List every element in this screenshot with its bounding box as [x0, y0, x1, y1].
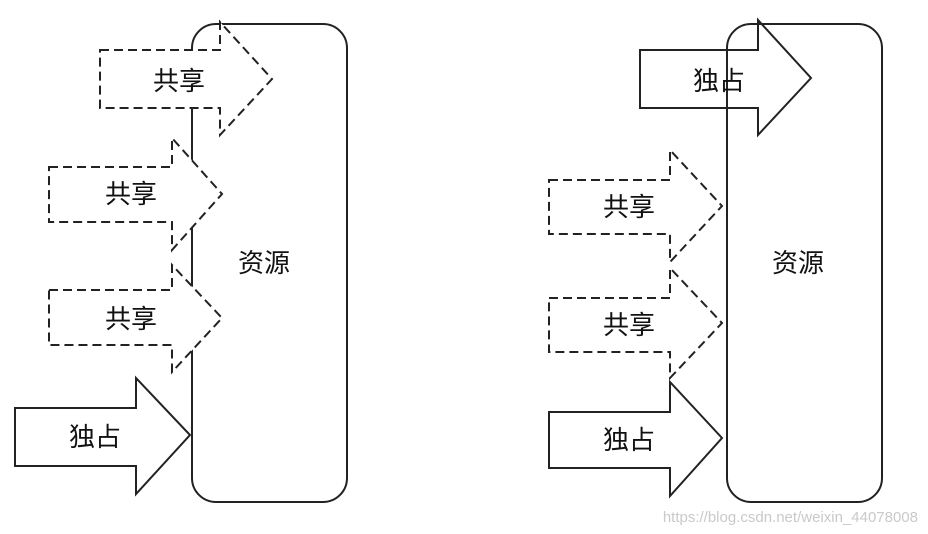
watermark-text: https://blog.csdn.net/weixin_44078008: [663, 509, 918, 526]
left-resource-block: [191, 23, 348, 503]
left-shared-arrow-1: 共享: [99, 19, 274, 138]
left-shared-arrow-3: 共享: [48, 262, 224, 375]
right-diagram: 独占 共享 共享 独占 资源: [548, 17, 883, 503]
right-shared-label-1: 共享: [603, 193, 655, 223]
left-resource-label: 资源: [238, 249, 290, 279]
left-exclusive-arrow: 独占: [14, 375, 192, 497]
right-exclusive-arrow-bottom: 独占: [548, 379, 724, 499]
left-shared-label-3: 共享: [105, 305, 157, 335]
left-shared-label-1: 共享: [153, 67, 205, 97]
right-resource-block: [726, 23, 883, 503]
right-shared-arrow-2: 共享: [548, 265, 724, 381]
right-shared-arrow-1: 共享: [548, 147, 724, 265]
left-shared-arrow-2: 共享: [48, 135, 224, 253]
right-resource-label: 资源: [772, 249, 824, 279]
right-exclusive-label-bottom: 独占: [603, 426, 655, 456]
right-shared-label-2: 共享: [603, 311, 655, 341]
right-exclusive-label-top: 独占: [693, 67, 745, 97]
left-diagram: 共享 共享 共享 独占 资源: [14, 19, 348, 503]
left-shared-label-2: 共享: [105, 180, 157, 210]
left-exclusive-label: 独占: [69, 423, 121, 453]
right-exclusive-arrow-top: [639, 17, 813, 138]
